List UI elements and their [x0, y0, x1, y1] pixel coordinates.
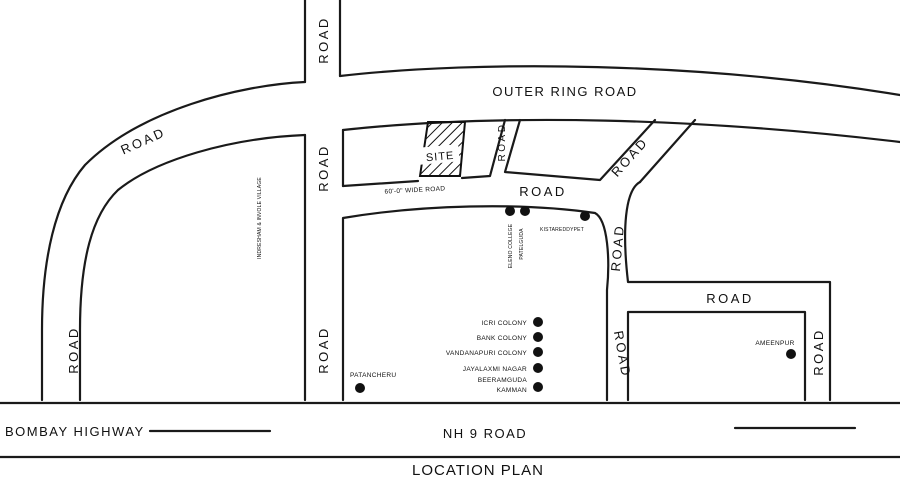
place-patelguda: PATELGUDA: [519, 228, 525, 260]
place-kamman: KAMMAN: [497, 387, 527, 394]
place-kistareddypet: KISTAREDDYPET: [540, 227, 584, 233]
road-edge: [624, 180, 832, 402]
site-parcel: SITE: [418, 121, 467, 177]
road-label-mid: ROAD: [316, 144, 331, 192]
road-label-ne: ROAD: [608, 134, 651, 179]
place-jayalaxmi-nagar: JAYALAXMI NAGAR: [463, 366, 527, 373]
outer-ring-road-outer-edge: [40, 80, 307, 402]
place-bank-colony: BANK COLONY: [477, 335, 528, 342]
map-title: LOCATION PLAN: [412, 462, 544, 479]
road-network: [0, 0, 900, 459]
bombay-highway-label: BOMBAY HIGHWAY: [5, 424, 145, 439]
landmark-dot: [533, 317, 543, 327]
outer-ring-road-north-edge: [338, 65, 900, 97]
nh9-label: NH 9 ROAD: [443, 426, 527, 441]
place-eleno-college: ELENO COLLEGE: [508, 223, 514, 268]
road-label-south: ROAD: [316, 326, 331, 374]
places: ELENO COLLEGE PATELGUDA KISTAREDDYPET IC…: [350, 206, 796, 394]
road-edge: [503, 118, 657, 182]
wide-road-label: 60'-0" WIDE ROAD: [384, 185, 445, 195]
road-label-north: ROAD: [316, 16, 331, 64]
road-label-diagonal: ROAD: [497, 123, 508, 162]
road-edge: [638, 118, 697, 184]
place-icri-colony: ICRI COLONY: [481, 320, 527, 327]
landmark-dot: [580, 211, 590, 221]
place-vandanapuri-colony: VANDANAPURI COLONY: [446, 350, 527, 357]
place-patancheru: PATANCHERU: [350, 372, 396, 379]
landmark-dot: [533, 363, 543, 373]
road-label-far-east: ROAD: [811, 328, 826, 376]
place-beeramguda: BEERAMGUDA: [478, 377, 528, 384]
road-label-center: ROAD: [519, 184, 567, 199]
landmark-dot: [786, 349, 796, 359]
place-ameenpur: AMEENPUR: [755, 340, 794, 347]
village-note: INDRESHAM & INVOLE VILLAGE: [257, 177, 263, 259]
road-label-east: ROAD: [608, 223, 627, 272]
outer-ring-road-label: OUTER RING ROAD: [492, 84, 637, 99]
landmark-dot: [355, 383, 365, 393]
road-label-southeast: ROAD: [611, 329, 634, 378]
landmark-dot: [505, 206, 515, 216]
road-edge: [460, 118, 507, 180]
road-edge: [341, 179, 420, 188]
landmark-dot: [533, 347, 543, 357]
outer-ring-road-south-edge: [341, 118, 900, 144]
road-label-west: ROAD: [66, 326, 81, 374]
road-labels: OUTER RING ROAD ROAD ROAD ROAD ROAD ROAD…: [5, 16, 826, 441]
road-edge: [626, 310, 807, 402]
landmark-dot: [520, 206, 530, 216]
landmark-dot: [533, 382, 543, 392]
outer-ring-road-inner-edge: [78, 133, 307, 402]
road-label-curve: ROAD: [118, 124, 168, 157]
road-label-right-block: ROAD: [706, 291, 754, 306]
landmark-dot: [533, 332, 543, 342]
road-edge: [341, 205, 610, 402]
site-label: SITE: [425, 150, 454, 164]
